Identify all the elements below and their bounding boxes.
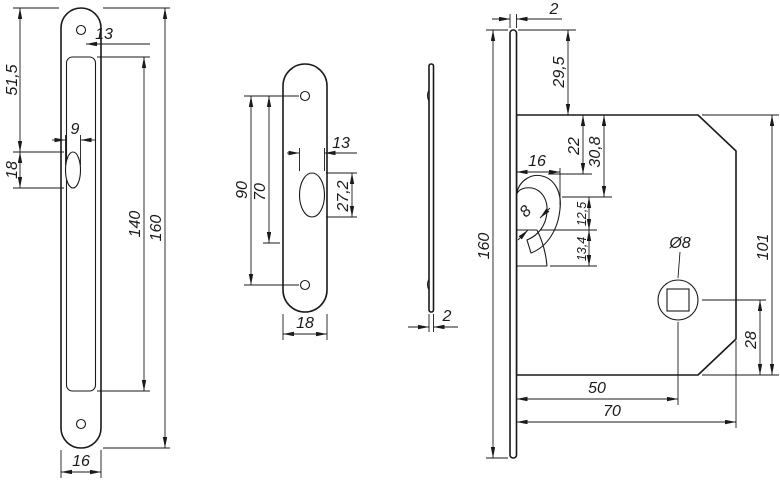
dim-hole-spacing: 90 [234, 95, 299, 286]
dim-label-strike-width: 18 [296, 315, 314, 332]
dim-hook-reach: 16 [516, 153, 561, 205]
dim-label-hole-spacing: 90 [234, 181, 251, 199]
strike-plate-side-view: 2 [408, 63, 458, 332]
dim-body-overall-length: 160 [476, 29, 508, 459]
lock-body-side-view: 2 29,5 22 30,8 16 12,5 [476, 1, 779, 459]
dim-label-inner-spacing: 70 [252, 183, 269, 201]
bolt-shank-edge [536, 229, 548, 267]
dim-label-case-depth: 70 [603, 403, 621, 420]
dim-cutout-width: 13 [287, 135, 357, 171]
dim-spindle-diameter: Ø8 [668, 235, 691, 279]
dim-label-hook-root-offset: 30,8 [587, 136, 604, 167]
dim-label-cutout-height: 27,2 [335, 180, 352, 212]
faceplate-front-view: 13 51,5 9 18 140 [4, 7, 170, 478]
dim-cutout-height: 27,2 [326, 172, 357, 218]
latch-cutout [298, 172, 326, 218]
screw-hole-top [75, 24, 87, 36]
lock-case-outline [515, 114, 737, 376]
dim-label-top-to-case: 29,5 [551, 56, 568, 88]
dim-label-spindle-to-bottom: 28 [743, 331, 760, 350]
hook-bolt [515, 174, 561, 254]
screw-hole-bottom [75, 418, 87, 430]
dim-label-latch-height: 18 [4, 161, 21, 179]
dim-label-slot-upper: 12,5 [575, 202, 589, 226]
faceplate-outline [60, 7, 102, 449]
dim-backset: 50 [516, 322, 679, 405]
dim-label-case-length: 140 [127, 211, 144, 238]
dim-hole-offset: 13 [86, 26, 150, 47]
dim-label-overall-length: 160 [148, 215, 165, 242]
dim-label-faceplate-thickness: 2 [549, 1, 559, 18]
dim-latch-width: 9 [52, 121, 96, 165]
dim-thickness: 2 [408, 308, 458, 332]
screw-head-top [426, 89, 430, 102]
spindle-square-hole [666, 288, 690, 312]
screw-hole-top [299, 90, 311, 102]
faceplate-edge [509, 29, 518, 459]
screw-head-bottom [426, 278, 430, 291]
dim-label-spindle-diameter: Ø8 [668, 235, 690, 252]
dim-strike-width: 18 [282, 314, 328, 340]
dim-plate-width: 16 [60, 450, 102, 478]
dim-label-hole-offset: 13 [95, 26, 113, 43]
dim-top-to-latch: 51,5 [4, 7, 64, 153]
dim-label-top-to-latch: 51,5 [4, 64, 21, 95]
dim-slot-lower: 13,4 [550, 230, 597, 267]
plate-edge-outline [428, 63, 435, 313]
dim-label-thickness: 2 [442, 308, 452, 325]
screw-hole-bottom [299, 279, 311, 291]
dim-overall-length: 160 [103, 7, 170, 449]
latch-cutout [64, 151, 82, 189]
dim-label-hook-reach: 16 [528, 153, 546, 170]
dim-label-hook-tip-offset: 22 [566, 137, 583, 156]
dim-latch-height: 18 [4, 152, 64, 189]
dim-spindle-to-bottom: 28 [702, 299, 766, 375]
dim-top-to-case: 29,5 [518, 29, 576, 115]
dim-label-cutout-width: 13 [332, 135, 350, 152]
dim-case-height: 101 [702, 114, 779, 376]
strike-plate-front-view: 90 70 13 27,2 18 [234, 63, 357, 340]
dim-label-slot-lower: 13,4 [575, 237, 589, 261]
dim-label-plate-width: 16 [72, 453, 90, 470]
dim-label-body-overall-length: 160 [476, 233, 493, 260]
dim-case-depth: 70 [516, 341, 737, 428]
case-outline-hidden [65, 56, 97, 392]
dim-label-case-height: 101 [755, 234, 772, 261]
dim-case-length: 140 [97, 56, 150, 392]
dim-label-backset: 50 [588, 380, 606, 397]
dim-faceplate-thickness: 2 [492, 1, 562, 28]
dim-label-latch-width: 9 [71, 121, 80, 138]
dim-inner-spacing: 70 [252, 96, 280, 244]
